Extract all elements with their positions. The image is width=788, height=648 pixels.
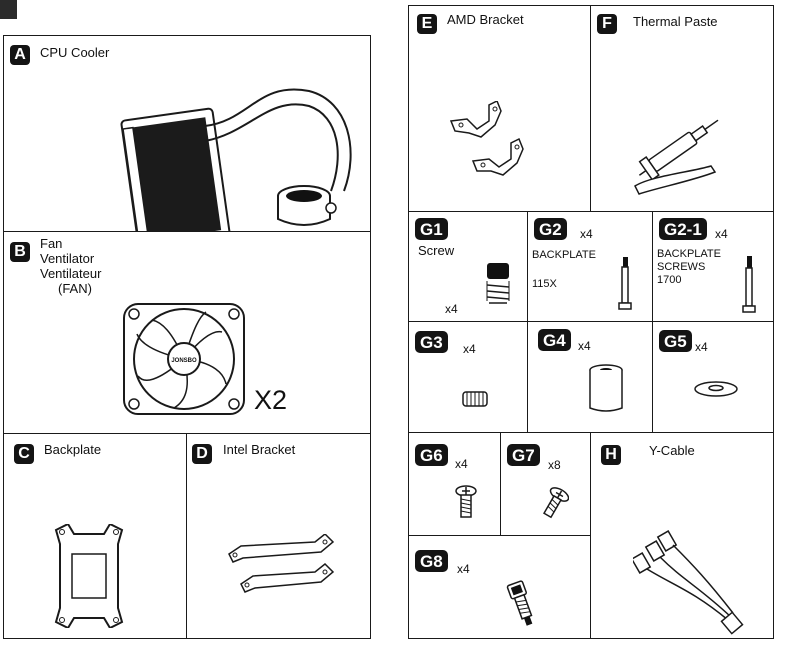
- item-g2-1-label-line-3: 1700: [657, 274, 682, 286]
- fan-multiplier: X2: [254, 385, 288, 415]
- item-g2-sub: 115X: [532, 278, 557, 290]
- item-g1-qty: x4: [445, 302, 458, 316]
- item-c-badge: C: [14, 444, 34, 464]
- item-g2-1-label: BACKPLATE SCREWS 1700: [657, 248, 721, 287]
- item-g7-cell: G7 x8: [500, 432, 591, 536]
- amd-bracket-illustration: [449, 101, 524, 176]
- item-g6-cell: G6 x4: [408, 432, 501, 536]
- item-g2-cell: G2 x4 BACKPLATE 115X: [527, 211, 653, 322]
- item-g2-label: BACKPLATE: [532, 249, 596, 261]
- item-g8-badge: G8: [415, 550, 448, 572]
- item-f-badge: F: [597, 14, 617, 34]
- fan-brand-text: JONSBO: [171, 358, 197, 364]
- intel-bracket-illustration: [228, 534, 335, 593]
- item-g5-qty: x4: [695, 340, 708, 354]
- screw-g7-illustration: [543, 487, 569, 519]
- item-b-badge: B: [10, 242, 30, 262]
- washer-illustration: [694, 381, 738, 397]
- item-g8-qty: x4: [457, 562, 470, 576]
- item-b-cell: B Fan Ventilator Ventilateur (FAN) JONSB…: [3, 231, 371, 434]
- item-d-cell: D Intel Bracket: [186, 433, 371, 639]
- backplate-screw-115x-illustration: [618, 257, 632, 310]
- screw-g6-illustration: [455, 485, 477, 518]
- item-g3-cell: G3 x4: [408, 321, 528, 433]
- item-g2-1-label-line-1: BACKPLATE: [657, 248, 721, 260]
- cpu-cooler-illustration: [120, 88, 352, 231]
- y-cable-illustration: [633, 530, 744, 635]
- item-g1-label: Screw: [418, 243, 455, 258]
- page-corner-tab: [0, 0, 17, 19]
- item-c-cell: C Backplate: [3, 433, 187, 639]
- item-g3-qty: x4: [463, 342, 476, 356]
- item-a-label: CPU Cooler: [40, 45, 110, 60]
- item-g5-badge: G5: [659, 330, 692, 352]
- item-g1-cell: G1 Screw x4: [408, 211, 528, 322]
- item-g4-cell: G4 x4: [527, 321, 653, 433]
- screw-g8-illustration: [506, 580, 533, 626]
- item-g2-1-cell: G2-1 x4 BACKPLATE SCREWS 1700: [652, 211, 774, 322]
- backplate-illustration: [54, 524, 124, 628]
- item-a-cell: A CPU Cooler: [3, 35, 371, 232]
- item-g5-cell: G5 x4: [652, 321, 774, 433]
- fan-illustration: JONSBO: [123, 303, 245, 415]
- nut-illustration: [462, 391, 488, 407]
- item-d-badge: D: [192, 444, 212, 464]
- item-g3-badge: G3: [415, 331, 448, 353]
- thermal-paste-illustration: [634, 119, 719, 195]
- item-e-label: AMD Bracket: [447, 12, 524, 27]
- item-b-label-line-1: Fan: [40, 236, 63, 251]
- item-g6-badge: G6: [415, 444, 448, 466]
- screw-spring-illustration: [486, 263, 510, 304]
- item-d-label: Intel Bracket: [223, 442, 296, 457]
- item-b-label: Fan Ventilator Ventilateur (FAN): [40, 236, 101, 296]
- standoff-illustration: [589, 364, 623, 412]
- item-g2-badge: G2: [534, 218, 567, 240]
- item-a-badge: A: [10, 45, 30, 65]
- item-g2-1-qty: x4: [715, 227, 728, 241]
- item-g4-badge: G4: [538, 329, 571, 351]
- backplate-screw-1700-illustration: [742, 256, 756, 313]
- item-h-cell: H Y-Cable: [590, 432, 774, 639]
- item-f-label: Thermal Paste: [633, 14, 718, 29]
- item-e-badge: E: [417, 14, 437, 34]
- item-c-label: Backplate: [44, 442, 102, 457]
- item-h-label: Y-Cable: [649, 443, 695, 458]
- item-h-badge: H: [601, 445, 621, 465]
- item-g7-badge: G7: [507, 444, 540, 466]
- item-g2-qty: x4: [580, 227, 593, 241]
- item-g2-1-badge: G2-1: [659, 218, 707, 240]
- item-g8-cell: G8 x4: [408, 535, 591, 639]
- item-b-label-line-2: Ventilator: [40, 251, 95, 266]
- item-g2-1-label-line-2: SCREWS: [657, 261, 706, 273]
- item-b-label-line-3: Ventilateur: [40, 266, 102, 281]
- item-g1-badge: G1: [415, 218, 448, 240]
- item-e-cell: E AMD Bracket: [408, 5, 591, 212]
- item-g6-qty: x4: [455, 457, 468, 471]
- item-g7-qty: x8: [548, 458, 561, 472]
- item-g4-qty: x4: [578, 339, 591, 353]
- item-f-cell: F Thermal Paste: [590, 5, 774, 212]
- item-b-label-line-4: (FAN): [58, 281, 92, 296]
